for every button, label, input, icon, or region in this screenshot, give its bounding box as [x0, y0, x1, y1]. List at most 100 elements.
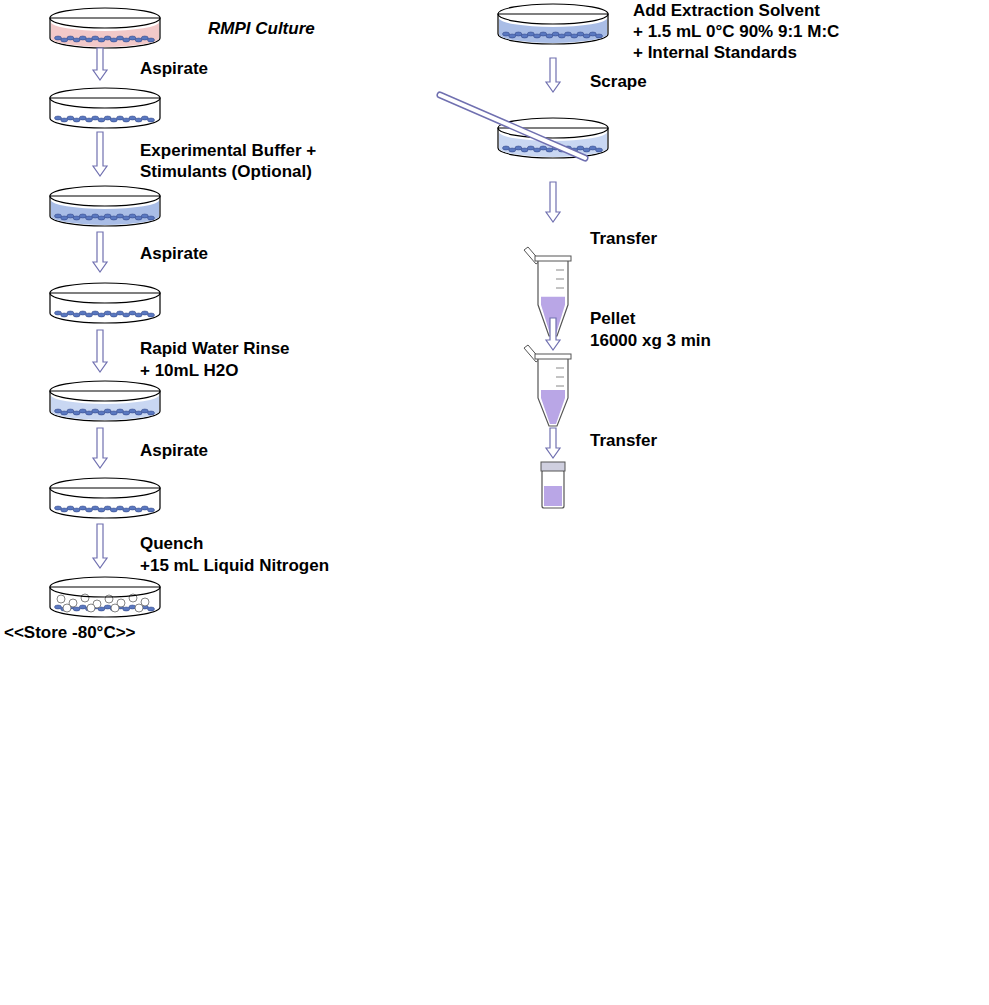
nitrogen-bubble — [57, 595, 65, 603]
cell — [123, 313, 130, 317]
cell — [55, 116, 62, 120]
step-label: <<Store -80°C>> — [4, 622, 136, 643]
cell — [61, 118, 68, 122]
cell — [141, 311, 148, 315]
cell — [86, 38, 93, 42]
cell — [61, 313, 68, 317]
tube-lip — [535, 256, 571, 261]
tube-graduation — [556, 386, 564, 387]
cell-scraper — [440, 95, 585, 158]
cell — [135, 216, 142, 220]
cell — [589, 32, 596, 36]
step-arrow — [93, 524, 107, 568]
cell — [141, 36, 148, 40]
cell — [148, 38, 155, 42]
cell — [577, 146, 584, 150]
cell — [577, 32, 584, 36]
step-arrow — [546, 182, 560, 222]
cell — [123, 607, 130, 611]
step-arrow — [546, 428, 560, 458]
step-label: + 10mL H2O — [140, 360, 238, 381]
cell — [98, 118, 105, 122]
step-label: Aspirate — [140, 440, 208, 461]
cell — [135, 38, 142, 42]
step-arrow — [93, 232, 107, 272]
vial-extract — [544, 486, 562, 506]
cell — [148, 216, 155, 220]
cell — [129, 36, 136, 40]
cell — [129, 214, 136, 218]
step-arrow — [93, 48, 107, 80]
cell — [110, 508, 117, 512]
cell — [67, 311, 74, 315]
cell — [104, 605, 111, 609]
cell — [129, 311, 136, 315]
step-label: Scrape — [590, 71, 647, 92]
nitrogen-bubble — [141, 598, 149, 606]
cell — [117, 409, 124, 413]
cell — [509, 148, 516, 152]
step-arrow — [93, 428, 107, 468]
cell — [98, 38, 105, 42]
cell — [92, 116, 99, 120]
cell — [86, 216, 93, 220]
step-label: +15 mL Liquid Nitrogen — [140, 555, 329, 576]
cell — [61, 508, 68, 512]
cell — [534, 148, 541, 152]
cell — [79, 506, 86, 510]
nitrogen-bubble — [81, 594, 89, 602]
cell — [73, 118, 80, 122]
cell — [86, 508, 93, 512]
step-label: Transfer — [590, 430, 657, 451]
cell — [110, 38, 117, 42]
cell — [73, 607, 80, 611]
cell — [135, 313, 142, 317]
cell — [104, 36, 111, 40]
cell — [148, 607, 155, 611]
dish-rim — [50, 381, 160, 401]
cell — [123, 508, 130, 512]
cell — [135, 508, 142, 512]
cell — [92, 311, 99, 315]
step-label: RMPI Culture — [208, 18, 315, 39]
cell — [61, 38, 68, 42]
dish-rim — [50, 88, 160, 108]
nitrogen-bubble — [111, 604, 119, 612]
step-label: Transfer — [590, 228, 657, 249]
cell — [104, 214, 111, 218]
cell — [527, 32, 534, 36]
cell — [546, 34, 553, 38]
cell — [79, 116, 86, 120]
cell — [79, 311, 86, 315]
petri-dish — [498, 14, 608, 44]
microcentrifuge-tube — [538, 356, 568, 426]
step-label: + Internal Standards — [633, 42, 797, 63]
step-arrow — [93, 132, 107, 176]
cell — [117, 36, 124, 40]
cell — [61, 411, 68, 415]
cell — [141, 116, 148, 120]
step-label: Aspirate — [140, 58, 208, 79]
nitrogen-bubble — [63, 604, 71, 612]
petri-dish — [50, 18, 160, 48]
nitrogen-bubble — [135, 604, 143, 612]
cell — [129, 116, 136, 120]
cell — [141, 214, 148, 218]
cell — [92, 506, 99, 510]
step-arrow — [546, 58, 560, 92]
cell-scraper-inner — [440, 95, 585, 158]
cell — [110, 411, 117, 415]
cell — [596, 148, 603, 152]
step-label: + 1.5 mL 0°C 90% 9:1 M:C — [633, 21, 839, 42]
cell — [98, 216, 105, 220]
cell — [98, 313, 105, 317]
cell — [55, 506, 62, 510]
cell — [67, 214, 74, 218]
dish-rim — [50, 577, 160, 597]
cell — [79, 409, 86, 413]
step-label: Quench — [140, 533, 203, 554]
petri-dish — [50, 293, 160, 323]
cell — [565, 32, 572, 36]
cell — [509, 34, 516, 38]
cell — [571, 34, 578, 38]
